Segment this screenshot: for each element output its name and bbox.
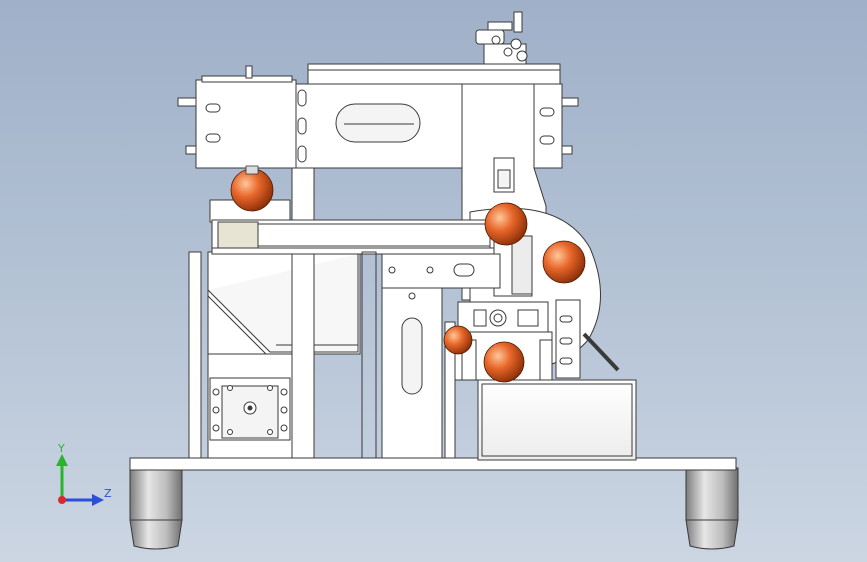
z-axis-label: Z [104,487,112,500]
left-frame-outer [188,251,202,459]
y-axis-label: Y [57,442,65,455]
upper-bracket-right [533,83,563,169]
ball-disc-left [443,325,473,355]
oblong-window [335,103,421,143]
output-box [477,379,637,461]
vertical-slot [401,317,423,395]
toggle-clamp [475,11,528,65]
right-bolt [561,97,579,107]
upper-bracket-left [195,79,297,169]
base-plate [129,457,737,471]
lever-rod [582,332,620,372]
ball-disc-right [542,240,586,284]
x-axis-dot [58,496,66,504]
ball-ejector [483,341,525,383]
top-pin [245,65,253,79]
balls [230,165,586,383]
right-foot [685,467,739,550]
left-foot [129,467,183,550]
ball-upper-left [230,168,274,212]
top-rail [307,63,561,85]
ball-disc-top [484,202,528,246]
left-bolt [177,97,197,107]
axis-triad: Y Z [56,442,112,506]
